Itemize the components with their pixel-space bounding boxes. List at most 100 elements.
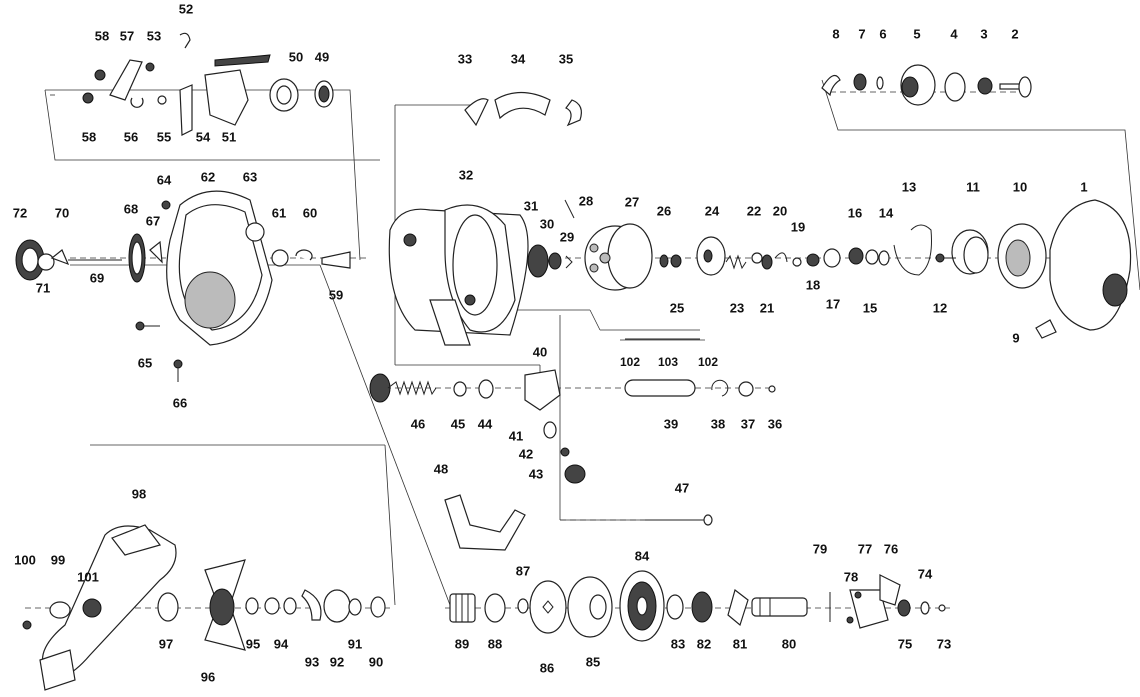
part-label-45: 45 [451,416,465,431]
part-label-59: 59 [329,287,343,302]
part-label-84: 84 [635,548,650,563]
part-label-80: 80 [782,636,796,651]
part-label-29: 29 [560,229,574,244]
part-label-102-left: 102 [620,355,640,369]
part-label-55: 55 [157,129,171,144]
part-label-46: 46 [411,416,425,431]
part-label-54: 54 [196,129,211,144]
part-label-19: 19 [791,219,805,234]
part-label-33: 33 [458,51,472,66]
part-label-28: 28 [579,193,593,208]
part-label-37: 37 [741,416,755,431]
part-label-98: 98 [132,486,146,501]
part-label-94: 94 [274,636,289,651]
part-label-91: 91 [348,636,362,651]
part-label-74: 74 [918,566,933,581]
part-label-18: 18 [806,277,820,292]
part-label-44: 44 [478,416,493,431]
part-label-31: 31 [524,198,538,213]
part-label-64: 64 [157,172,172,187]
part-label-12: 12 [933,300,947,315]
spool-axis-group [527,64,1132,339]
part-label-4: 4 [950,26,958,41]
part-label-34: 34 [511,51,526,66]
part-label-72: 72 [13,205,27,220]
part-label-71: 71 [36,280,50,295]
part-label-83: 83 [671,636,685,651]
part-label-85: 85 [586,654,600,669]
part-label-27: 27 [625,194,639,209]
part-label-49: 49 [315,49,329,64]
part-label-56: 56 [124,129,138,144]
guide-lines [25,79,1140,609]
part-label-8: 8 [832,26,839,41]
part-label-43: 43 [529,466,543,481]
part-label-16: 16 [848,205,862,220]
part-label-48: 48 [434,461,448,476]
part-label-15: 15 [863,300,877,315]
part-label-53: 53 [147,28,161,43]
part-label-89: 89 [455,636,469,651]
frame-group [388,91,582,346]
part-label-1: 1 [1080,179,1087,194]
part-label-92: 92 [330,654,344,669]
part-label-40: 40 [533,344,547,359]
part-labels: 1 2 3 4 5 6 7 8 9 10 11 12 13 14 15 16 1… [13,1,1088,684]
part-label-81: 81 [733,636,747,651]
part-label-11: 11 [966,179,980,194]
shaft-row-group [369,338,776,484]
part-label-100: 100 [14,552,36,567]
part-label-60: 60 [303,205,317,220]
part-label-13: 13 [902,179,916,194]
part-label-36: 36 [768,416,782,431]
part-label-77: 77 [858,541,872,556]
part-label-42: 42 [519,446,533,461]
part-label-57: 57 [120,28,134,43]
part-label-41: 41 [509,428,523,443]
part-label-70: 70 [55,205,69,220]
part-label-75: 75 [898,636,912,651]
part-label-66: 66 [173,395,187,410]
part-label-25: 25 [670,300,684,315]
part-label-102-right: 102 [698,355,718,369]
part-label-51: 51 [222,129,236,144]
part-label-76: 76 [884,541,898,556]
part-label-62: 62 [201,169,215,184]
part-label-58-bottom: 58 [82,129,96,144]
part-label-9: 9 [1012,330,1019,345]
part-label-90: 90 [369,654,383,669]
part-label-23: 23 [730,300,744,315]
part-label-69: 69 [90,270,104,285]
part-label-65: 65 [138,355,152,370]
part-label-97: 97 [159,636,173,651]
part-label-96: 96 [201,669,215,684]
part-label-67: 67 [146,213,160,228]
part-label-103: 103 [658,355,678,369]
part-label-50: 50 [289,49,303,64]
part-label-82: 82 [697,636,711,651]
part-label-38: 38 [711,416,725,431]
part-label-47: 47 [675,480,689,495]
part-label-88: 88 [488,636,502,651]
part-label-17: 17 [826,296,840,311]
clutch-bar-group [444,494,713,551]
part-label-14: 14 [879,205,894,220]
part-label-87: 87 [516,563,530,578]
part-label-3: 3 [980,26,987,41]
handle-group [22,524,386,691]
part-label-7: 7 [858,26,865,41]
part-label-58-top: 58 [95,28,109,43]
part-label-6: 6 [879,26,886,41]
left-sideplate-group [15,190,351,382]
part-label-2: 2 [1011,26,1018,41]
part-label-95: 95 [246,636,260,651]
part-label-30: 30 [540,216,554,231]
part-label-10: 10 [1013,179,1027,194]
part-label-78: 78 [844,569,858,584]
drag-stack-group [449,570,946,642]
part-label-86: 86 [540,660,554,675]
part-label-99: 99 [51,552,65,567]
part-label-24: 24 [705,203,720,218]
part-label-21: 21 [760,300,774,315]
